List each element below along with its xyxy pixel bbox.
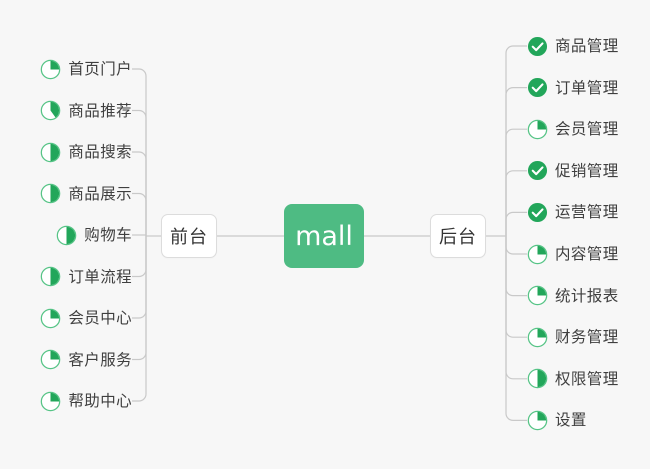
node-frontend[interactable]: 前台 — [161, 214, 217, 258]
branch-connector — [505, 211, 527, 236]
branch-connector — [132, 151, 147, 236]
check-circle-icon — [527, 36, 548, 56]
leaf-node[interactable]: 订单流程 — [40, 264, 132, 290]
pie-quarter-icon — [527, 410, 548, 431]
branch-connector — [505, 45, 527, 236]
branch-connector — [505, 236, 527, 255]
leaf-node[interactable]: 设置 — [527, 407, 587, 433]
right-branch-list: 商品管理订单管理会员管理促销管理运营管理内容管理统计报表财务管理权限管理设置 — [527, 0, 650, 469]
leaf-node[interactable]: 会员管理 — [527, 116, 619, 142]
leaf-label: 运营管理 — [555, 203, 619, 222]
branch-connector — [132, 236, 147, 319]
branch-connector — [132, 236, 147, 278]
leaf-node[interactable]: 商品展示 — [40, 181, 132, 207]
leaf-label: 帮助中心 — [68, 392, 132, 410]
branch-connector — [505, 87, 527, 236]
node-root-mall[interactable]: mall — [284, 204, 364, 268]
leaf-node[interactable]: 内容管理 — [527, 241, 619, 267]
pie-quarter-icon — [527, 244, 548, 264]
leaf-node[interactable]: 统计报表 — [527, 283, 619, 309]
branch-connector — [505, 236, 527, 421]
pie-quarter-icon — [41, 391, 61, 411]
leaf-node[interactable]: 客户服务 — [40, 347, 132, 373]
leaf-label: 统计报表 — [555, 286, 619, 305]
check-circle-icon — [527, 202, 548, 222]
branch-connector — [132, 68, 147, 236]
branch-connector — [132, 236, 147, 361]
leaf-node[interactable]: 商品管理 — [527, 33, 619, 59]
leaf-label: 客户服务 — [68, 350, 132, 369]
leaf-label: 会员中心 — [68, 309, 132, 327]
leaf-label: 商品管理 — [555, 37, 619, 55]
leaf-node[interactable]: 帮助中心 — [40, 388, 132, 414]
leaf-label: 商品展示 — [68, 184, 132, 203]
leaf-node[interactable]: 权限管理 — [527, 366, 619, 392]
pie-half-icon — [527, 369, 548, 389]
leaf-node[interactable]: 财务管理 — [527, 324, 619, 350]
check-circle-icon — [527, 78, 548, 98]
left-branch-list: 首页门户商品推荐商品搜索商品展示购物车订单流程会员中心客户服务帮助中心 — [0, 0, 132, 469]
leaf-node[interactable]: 首页门户 — [40, 56, 132, 82]
pie-quarter-icon — [41, 308, 61, 328]
pie-half-icon — [41, 142, 61, 162]
leaf-label: 内容管理 — [555, 245, 619, 263]
leaf-node[interactable]: 订单管理 — [527, 75, 619, 101]
pie-quarter-icon — [527, 327, 548, 347]
leaf-label: 权限管理 — [555, 369, 619, 388]
pie-half-icon — [57, 225, 77, 245]
branch-connector — [505, 236, 527, 297]
leaf-node[interactable]: 会员中心 — [40, 305, 132, 331]
pie-quarter-icon — [527, 285, 548, 306]
leaf-label: 商品推荐 — [68, 101, 132, 120]
pie-quarter-icon — [41, 59, 61, 79]
pie-half-icon — [41, 183, 61, 204]
leaf-label: 购物车 — [84, 226, 132, 244]
branch-connector — [505, 128, 527, 236]
leaf-label: 订单流程 — [68, 267, 132, 286]
leaf-node[interactable]: 商品推荐 — [40, 98, 132, 124]
leaf-label: 首页门户 — [68, 60, 132, 78]
pie-quarter-icon — [527, 119, 548, 139]
branch-connector — [505, 236, 527, 380]
branch-connector — [132, 109, 147, 236]
branch-connector — [132, 192, 147, 236]
leaf-label: 财务管理 — [555, 328, 619, 347]
pie-quarter-icon — [41, 349, 61, 370]
pie-two-fifths-icon — [41, 100, 61, 121]
leaf-node[interactable]: 促销管理 — [527, 158, 619, 184]
node-backend[interactable]: 后台 — [430, 214, 486, 258]
leaf-node[interactable]: 商品搜索 — [40, 139, 132, 165]
leaf-node[interactable]: 运营管理 — [527, 199, 619, 225]
branch-connector — [505, 236, 527, 338]
branch-connector — [505, 170, 527, 236]
leaf-label: 订单管理 — [555, 78, 619, 97]
leaf-label: 会员管理 — [555, 120, 619, 139]
leaf-label: 商品搜索 — [68, 143, 132, 161]
leaf-node[interactable]: 购物车 — [56, 222, 132, 248]
check-circle-icon — [527, 161, 548, 181]
leaf-label: 设置 — [555, 411, 587, 430]
leaf-label: 促销管理 — [555, 161, 619, 180]
branch-connector — [132, 236, 147, 402]
pie-half-icon — [41, 266, 61, 287]
